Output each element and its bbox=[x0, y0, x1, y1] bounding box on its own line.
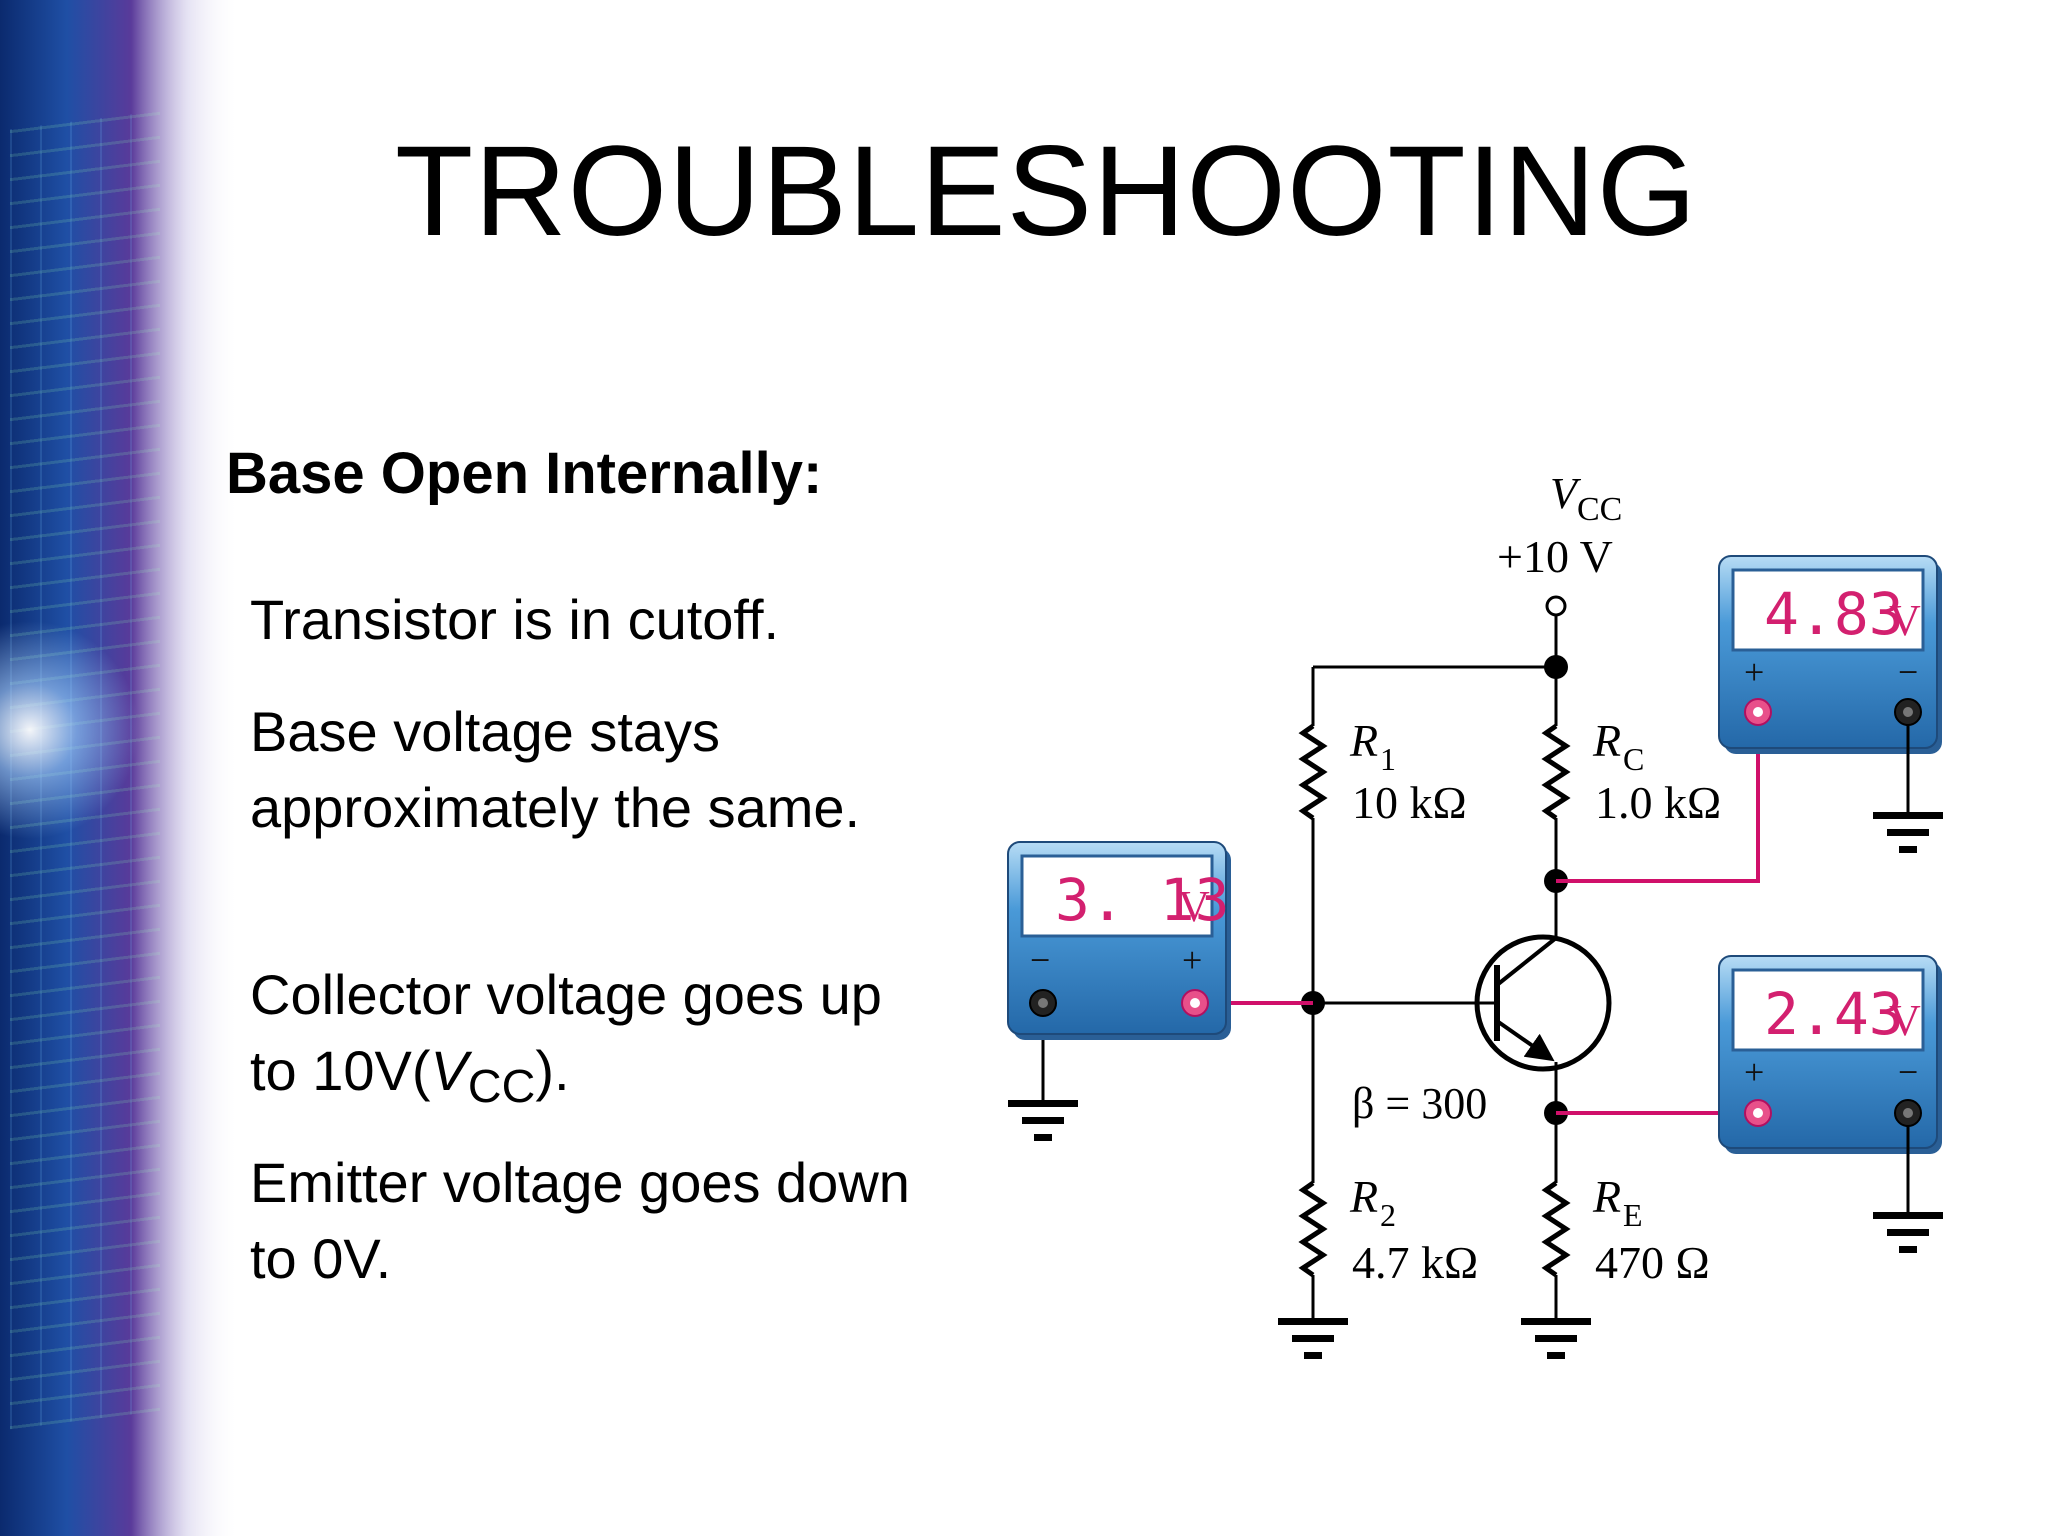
vcc-label-subscript: CC bbox=[1577, 491, 1622, 528]
re-resistor bbox=[1541, 1180, 1571, 1278]
re-label-symbol: R bbox=[1592, 1171, 1621, 1222]
circuit-board-background bbox=[0, 0, 240, 1536]
ground-icon bbox=[1278, 1318, 1348, 1359]
r1-label-subscript: 1 bbox=[1380, 741, 1396, 777]
base-meter-plus-sign: + bbox=[1182, 940, 1202, 980]
re-value-label: 470 Ω bbox=[1595, 1237, 1710, 1288]
collector-meter-minus-sign: − bbox=[1898, 652, 1918, 692]
bullet-cutoff: Transistor is in cutoff. bbox=[250, 588, 780, 651]
r2-label-subscript: 2 bbox=[1380, 1197, 1396, 1233]
emitter-meter-plus-sign: + bbox=[1744, 1052, 1764, 1092]
bullet-base-voltage: Base voltage stays approximately the sam… bbox=[250, 700, 861, 839]
r1-label-symbol: R bbox=[1349, 715, 1378, 766]
rc-value-label: 1.0 kΩ bbox=[1595, 777, 1721, 828]
ground-icon bbox=[1873, 812, 1943, 853]
bullet-emitter-voltage: Emitter voltage goes down to 0V. bbox=[250, 1151, 910, 1290]
collector-meter-reading: 4.83 bbox=[1764, 580, 1904, 648]
vcc-subscript: CC bbox=[467, 1060, 536, 1113]
emitter-voltmeter: 2.43 V + − bbox=[1718, 955, 1942, 1154]
emitter-meter-unit: V bbox=[1889, 996, 1921, 1045]
r2-resistor bbox=[1298, 1180, 1328, 1278]
npn-transistor bbox=[1313, 934, 1612, 1072]
vcc-symbol: V bbox=[430, 1039, 468, 1102]
collector-voltmeter: 4.83 V + − bbox=[1718, 555, 1942, 754]
background-fade bbox=[130, 0, 240, 1536]
collector-meter-unit: V bbox=[1889, 596, 1921, 645]
emitter-meter-display bbox=[1731, 968, 1925, 1052]
rc-resistor bbox=[1541, 723, 1571, 821]
beta-label: β = 300 bbox=[1352, 1079, 1487, 1128]
vcc-value-label: +10 V bbox=[1497, 531, 1613, 582]
emitter-meter-reading: 2.43 bbox=[1764, 980, 1904, 1048]
vcc-label-symbol: V bbox=[1550, 469, 1582, 518]
vcc-terminal bbox=[1545, 595, 1567, 617]
probe-wires bbox=[1195, 712, 1760, 1115]
r2-label-symbol: R bbox=[1349, 1171, 1378, 1222]
rc-label-symbol: R bbox=[1592, 715, 1621, 766]
bullet-collector-close: ). bbox=[535, 1039, 570, 1102]
collector-meter-display bbox=[1731, 568, 1925, 652]
bullet-collector-text: Collector voltage goes up to 10V( bbox=[250, 963, 882, 1102]
r1-value-label: 10 kΩ bbox=[1352, 777, 1467, 828]
ground-icon bbox=[1873, 1212, 1943, 1253]
ground-icon bbox=[1521, 1318, 1591, 1359]
ground-icon bbox=[1008, 1100, 1078, 1141]
rc-label-subscript: C bbox=[1623, 741, 1644, 777]
r2-value-label: 4.7 kΩ bbox=[1352, 1237, 1478, 1288]
base-voltmeter: 3. 13 V − + bbox=[1007, 841, 1231, 1040]
collector-meter-plus-sign: + bbox=[1744, 652, 1764, 692]
r1-resistor bbox=[1298, 723, 1328, 821]
section-heading: Base Open Internally: bbox=[226, 441, 823, 506]
slide-title: TROUBLESHOOTING bbox=[395, 120, 1698, 263]
base-meter-minus-sign: − bbox=[1030, 940, 1050, 980]
base-meter-reading: 3. 13 bbox=[1055, 866, 1230, 934]
base-meter-display bbox=[1020, 854, 1214, 938]
junction-dots bbox=[1301, 655, 1568, 1125]
base-meter-unit: V bbox=[1178, 882, 1210, 931]
emitter-meter-minus-sign: − bbox=[1898, 1052, 1918, 1092]
re-label-subscript: E bbox=[1623, 1197, 1643, 1233]
bullet-collector-voltage: Collector voltage goes up to 10V(VCC). bbox=[250, 957, 910, 1124]
ground-symbols bbox=[1008, 812, 1943, 1359]
